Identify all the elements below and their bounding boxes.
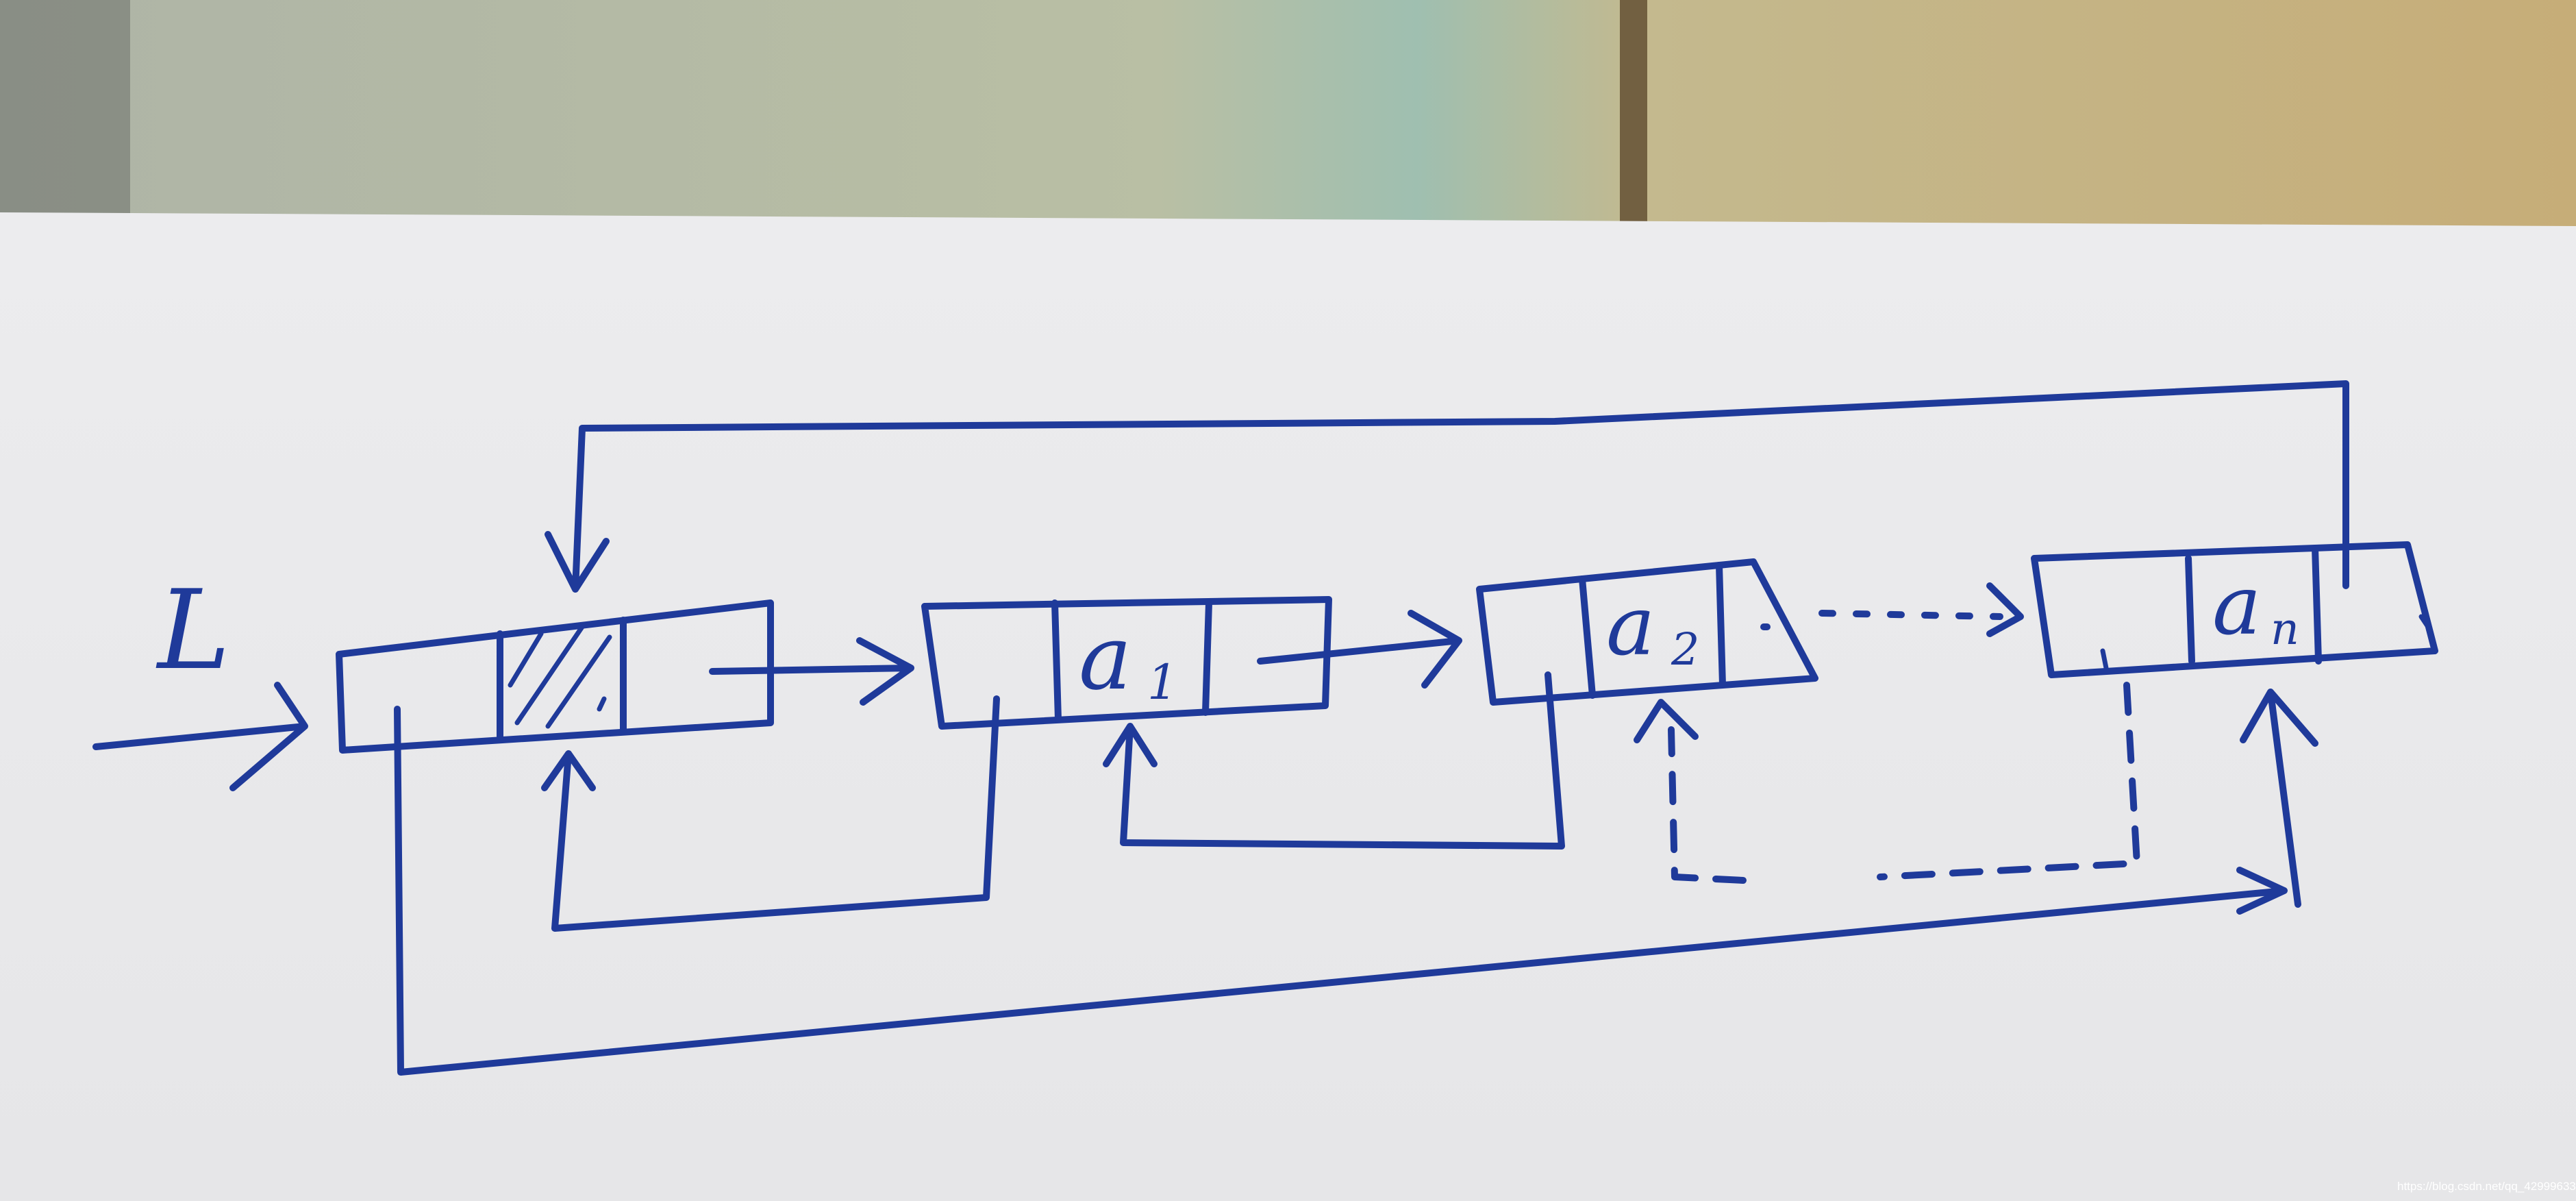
list-head-label: L — [155, 566, 230, 694]
node-a2-divider — [1579, 575, 1596, 699]
node-a2-next-dotted-arrow — [1818, 610, 2003, 620]
head-node — [336, 599, 774, 754]
head-next-arrow — [709, 637, 914, 706]
node-a2 — [1476, 558, 1818, 706]
node-a1-box — [921, 596, 1332, 730]
node-a2-divider — [1716, 562, 1726, 689]
watermark-text: https://blog.csdn.net/qq_42999633 — [2397, 1180, 2576, 1193]
node-an-prior-dashed-arrowhead — [1634, 699, 1699, 743]
circular-next-link — [545, 380, 2349, 593]
node-a1 — [921, 596, 1332, 730]
head-node-hatching — [508, 624, 612, 729]
node-a2-data-subscript: 2 — [1671, 624, 1699, 676]
node-an-prior-dashed-link — [1877, 682, 2140, 880]
node-a1-data-label: a — [1079, 606, 1132, 710]
node-a1-next-arrow — [1257, 610, 1462, 689]
linked-list-drawing — [92, 380, 2438, 1076]
node-a1-prior-link — [541, 695, 1000, 932]
node-a1-divider — [1051, 599, 1062, 723]
node-an-divider — [2312, 545, 2322, 665]
head-prior-link — [394, 706, 2288, 1076]
node-a2-prior-link — [1103, 671, 1565, 850]
node-an-mark — [2418, 614, 2431, 630]
node-an-prior-link — [2240, 689, 2318, 908]
node-an-data-label: a — [2212, 558, 2262, 654]
node-an — [2031, 541, 2438, 678]
node-an-prior-dashed-link — [1668, 726, 1747, 884]
node-a2-data-label: a — [1606, 579, 1655, 674]
node-a2-box — [1476, 558, 1818, 706]
node-an-data-subscript: n — [2271, 604, 2299, 655]
node-an-box — [2031, 541, 2438, 678]
node-a2-next-arrowhead — [1986, 582, 2024, 637]
node-a1-divider — [1202, 599, 1212, 716]
node-an-mark — [2100, 648, 2109, 671]
node-a1-data-subscript: 1 — [1147, 654, 1178, 710]
table-wood-edge — [1620, 0, 1647, 226]
head-pointer-arrow — [92, 682, 308, 791]
node-an-divider — [2185, 555, 2195, 665]
